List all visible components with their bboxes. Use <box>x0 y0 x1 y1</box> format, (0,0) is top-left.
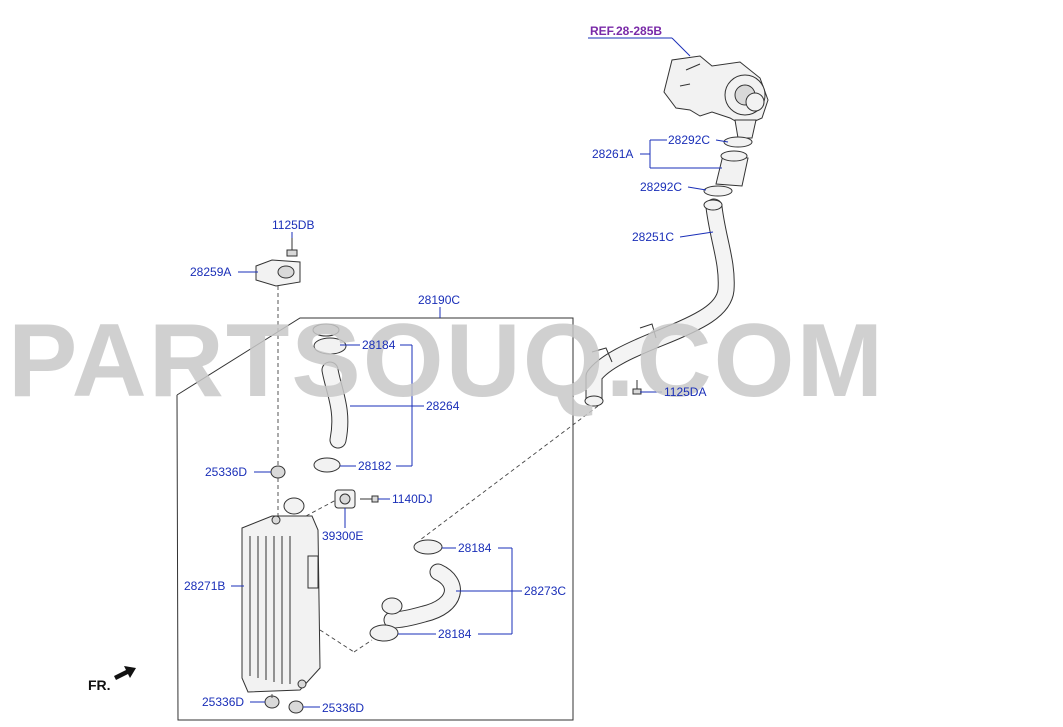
part-label-28259a[interactable]: 28259A <box>190 265 231 279</box>
part-label-28190c[interactable]: 28190C <box>418 293 460 307</box>
part-label-39300e[interactable]: 39300E <box>322 529 363 543</box>
sensor-drawing <box>334 489 379 509</box>
part-label-28251c[interactable]: 28251C <box>632 230 674 244</box>
part-label-28261a[interactable]: 28261A <box>592 147 633 161</box>
intercooler-drawing <box>241 497 321 693</box>
reference-label[interactable]: REF.28-285B <box>590 24 662 38</box>
part-label-28184-mid[interactable]: 28184 <box>458 541 492 555</box>
part-label-25336d-mid[interactable]: 25336D <box>205 465 247 479</box>
part-label-28292c-bottom[interactable]: 28292C <box>640 180 682 194</box>
turbocharger-drawing <box>663 55 769 139</box>
direction-label: FR. <box>88 677 111 693</box>
part-label-28182[interactable]: 28182 <box>358 459 392 473</box>
part-label-25336d-left[interactable]: 25336D <box>202 695 244 709</box>
intake-pipe-drawing <box>584 198 735 407</box>
part-label-28292c-top[interactable]: 28292C <box>668 133 710 147</box>
connection-lines <box>271 286 599 698</box>
part-label-28264[interactable]: 28264 <box>426 399 460 413</box>
rubber-mount-drawing <box>264 465 304 714</box>
part-label-28184-upper[interactable]: 28184 <box>362 338 396 352</box>
turbo-hose-drawing <box>703 136 753 197</box>
part-label-28271b[interactable]: 28271B <box>184 579 225 593</box>
part-label-1125db[interactable]: 1125DB <box>272 218 314 232</box>
direction-indicator: FR. <box>88 666 136 693</box>
part-label-28273c[interactable]: 28273C <box>524 584 566 598</box>
leader-lines <box>231 37 729 708</box>
watermark-text: PARTSOUQ.COM <box>8 303 885 419</box>
part-label-28184-lower[interactable]: 28184 <box>438 627 472 641</box>
bracket-drawing <box>255 238 301 287</box>
lower-hose-drawing <box>369 539 461 642</box>
upper-hose-drawing <box>312 323 349 473</box>
front-arrow-icon <box>114 666 136 680</box>
part-label-1140dj[interactable]: 1140DJ <box>392 492 432 506</box>
part-label-1125da[interactable]: 1125DA <box>664 385 706 399</box>
part-label-25336d-right[interactable]: 25336D <box>322 701 364 715</box>
assembly-outline <box>176 307 574 721</box>
